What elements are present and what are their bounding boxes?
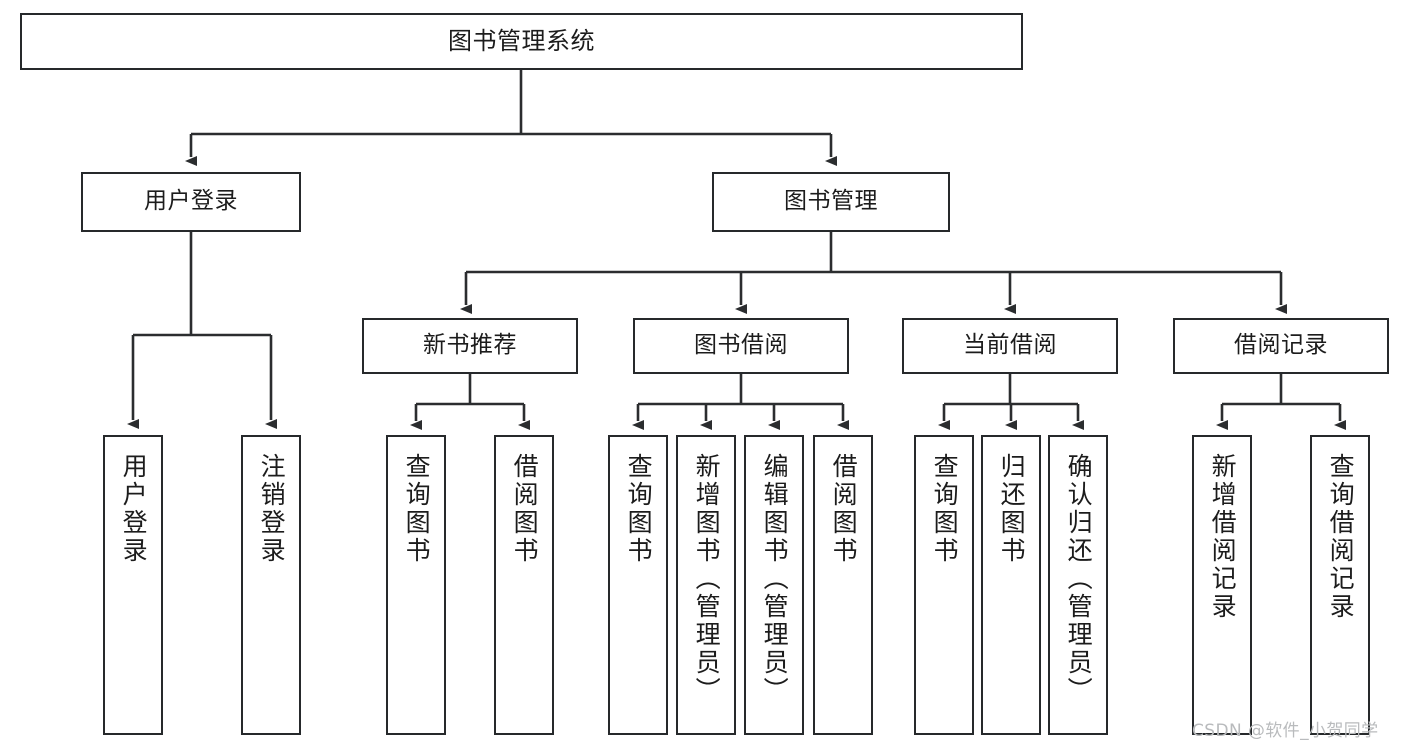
node-label: 借阅图书	[829, 453, 859, 565]
node-label: 新书推荐	[423, 332, 517, 359]
node-leaf-add-record[interactable]: 新增借阅记录	[1192, 435, 1252, 735]
node-label: 当前借阅	[963, 332, 1057, 359]
node-label: 编辑图书（管理员）	[760, 453, 790, 705]
csdn-watermark: CSDN @软件_小贺同学	[1192, 721, 1379, 741]
node-leaf-logout[interactable]: 注销登录	[241, 435, 301, 735]
node-label: 借阅记录	[1234, 332, 1328, 359]
node-root-system[interactable]: 图书管理系统	[20, 13, 1023, 70]
node-leaf-query-record[interactable]: 查询借阅记录	[1310, 435, 1370, 735]
node-book-borrow[interactable]: 图书借阅	[633, 318, 849, 374]
node-new-book-recommend[interactable]: 新书推荐	[362, 318, 578, 374]
node-book-manage[interactable]: 图书管理	[712, 172, 950, 232]
node-leaf-borrow-book-1[interactable]: 借阅图书	[494, 435, 554, 735]
node-label: 用户登录	[119, 453, 149, 565]
node-current-borrow[interactable]: 当前借阅	[902, 318, 1118, 374]
node-leaf-return-book[interactable]: 归还图书	[981, 435, 1041, 735]
node-leaf-add-book[interactable]: 新增图书（管理员）	[676, 435, 736, 735]
node-label: 用户登录	[144, 188, 238, 215]
node-leaf-query-book-3[interactable]: 查询图书	[914, 435, 974, 735]
node-label: 注销登录	[257, 453, 287, 565]
node-borrow-record[interactable]: 借阅记录	[1173, 318, 1389, 374]
node-label: 确认归还（管理员）	[1064, 453, 1094, 705]
node-label: 查询图书	[930, 453, 960, 565]
node-leaf-query-book-2[interactable]: 查询图书	[608, 435, 668, 735]
node-leaf-query-book-1[interactable]: 查询图书	[386, 435, 446, 735]
node-leaf-confirm-return[interactable]: 确认归还（管理员）	[1048, 435, 1108, 735]
node-leaf-user-login[interactable]: 用户登录	[103, 435, 163, 735]
node-leaf-edit-book[interactable]: 编辑图书（管理员）	[744, 435, 804, 735]
node-label: 图书管理	[784, 188, 878, 215]
node-label: 新增图书（管理员）	[692, 453, 722, 705]
node-label: 查询图书	[624, 453, 654, 565]
node-label: 归还图书	[997, 453, 1027, 565]
node-label: 查询图书	[402, 453, 432, 565]
node-label: 借阅图书	[510, 453, 540, 565]
node-label: 查询借阅记录	[1326, 453, 1356, 621]
node-leaf-borrow-book-2[interactable]: 借阅图书	[813, 435, 873, 735]
node-label: 图书管理系统	[448, 27, 595, 56]
node-user-login[interactable]: 用户登录	[81, 172, 301, 232]
node-label: 新增借阅记录	[1208, 453, 1238, 621]
node-label: 图书借阅	[694, 332, 788, 359]
